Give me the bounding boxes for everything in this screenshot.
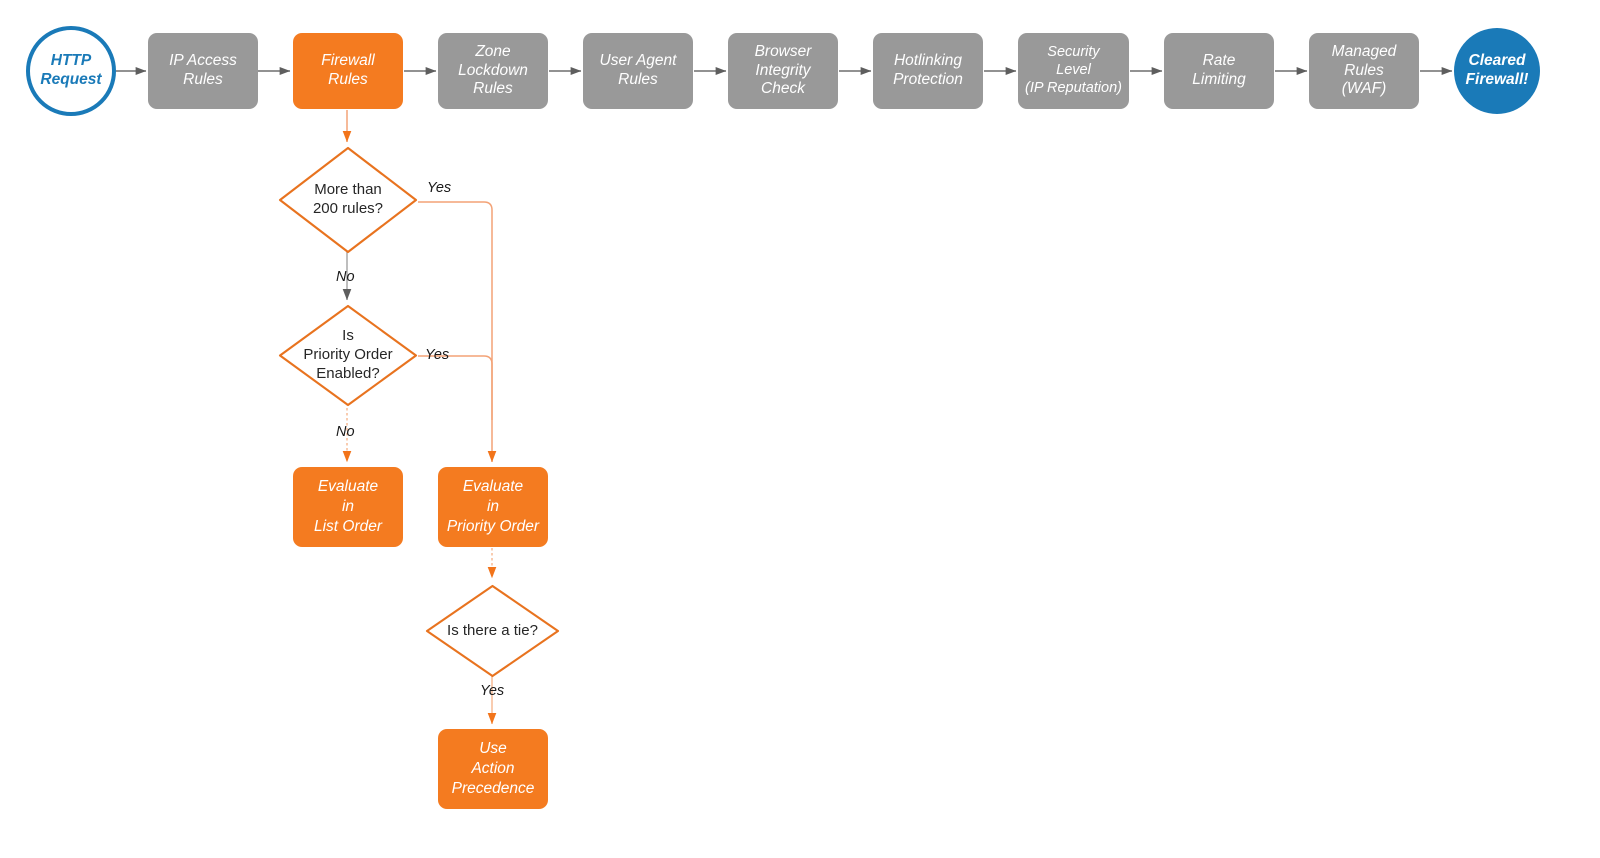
node-decision-priority-order-label: Is Priority Order Enabled? [303, 327, 393, 382]
node-cleared-firewall[interactable]: Cleared Firewall! [1454, 28, 1540, 114]
node-managed-rules-waf[interactable]: Managed Rules (WAF) [1309, 33, 1419, 109]
node-decision-tie-label: Is there a tie? [447, 621, 538, 639]
edge-label-priority-yes: Yes [425, 347, 450, 363]
node-rate-limiting[interactable]: Rate Limiting [1164, 33, 1274, 109]
node-firewall-rules[interactable]: Firewall Rules [293, 33, 403, 109]
node-hotlinking-protection-label: Hotlinking Protection [893, 52, 963, 88]
node-user-agent-rules-label: User Agent Rules [599, 52, 677, 88]
node-browser-integrity-check-label: Browser Integrity Check [754, 42, 812, 98]
node-cleared-firewall-label: Cleared Firewall! [1465, 52, 1529, 88]
node-http-request[interactable]: HTTP Request [26, 26, 116, 116]
edge-label-rule-count-no: No [336, 269, 355, 285]
node-evaluate-priority-order-label: Evaluate in Priority Order [446, 477, 540, 536]
edge-label-tie-yes: Yes [480, 683, 505, 699]
node-zone-lockdown-rules-label: Zone Lockdown Rules [458, 42, 528, 98]
diamond-shape [278, 146, 418, 254]
edge-rule-count-yes [418, 201, 497, 463]
node-decision-rule-count-label: More than 200 rules? [312, 181, 384, 217]
node-evaluate-list-order[interactable]: Evaluate in List Order [293, 467, 403, 547]
node-ip-access-rules[interactable]: IP Access Rules [148, 33, 258, 109]
node-hotlinking-protection[interactable]: Hotlinking Protection [873, 33, 983, 109]
diamond-shape [278, 304, 418, 407]
node-ip-access-rules-label: IP Access Rules [169, 52, 237, 88]
node-evaluate-list-order-label: Evaluate in List Order [313, 477, 383, 536]
node-decision-tie[interactable]: Is there a tie? [424, 583, 561, 679]
node-browser-integrity-check[interactable]: Browser Integrity Check [728, 33, 838, 109]
node-firewall-rules-label: Firewall Rules [321, 52, 375, 88]
node-security-level-label: Security Level (IP Reputation) [1025, 44, 1122, 96]
node-managed-rules-waf-label: Managed Rules (WAF) [1331, 42, 1397, 98]
node-decision-priority-order[interactable]: Is Priority Order Enabled? [277, 303, 419, 408]
edge-label-rule-count-yes: Yes [427, 180, 452, 196]
node-http-request-label: HTTP Request [40, 52, 102, 88]
edge-label-priority-no: No [336, 424, 355, 440]
node-rate-limiting-label: Rate Limiting [1192, 52, 1246, 88]
node-zone-lockdown-rules[interactable]: Zone Lockdown Rules [438, 33, 548, 109]
node-use-action-precedence-label: Use Action Precedence [451, 739, 535, 798]
edge-priority-yes [418, 355, 493, 420]
node-security-level[interactable]: Security Level (IP Reputation) [1018, 33, 1129, 109]
node-use-action-precedence[interactable]: Use Action Precedence [438, 729, 548, 809]
node-user-agent-rules[interactable]: User Agent Rules [583, 33, 693, 109]
node-evaluate-priority-order[interactable]: Evaluate in Priority Order [438, 467, 548, 547]
node-decision-rule-count[interactable]: More than 200 rules? [277, 145, 419, 255]
